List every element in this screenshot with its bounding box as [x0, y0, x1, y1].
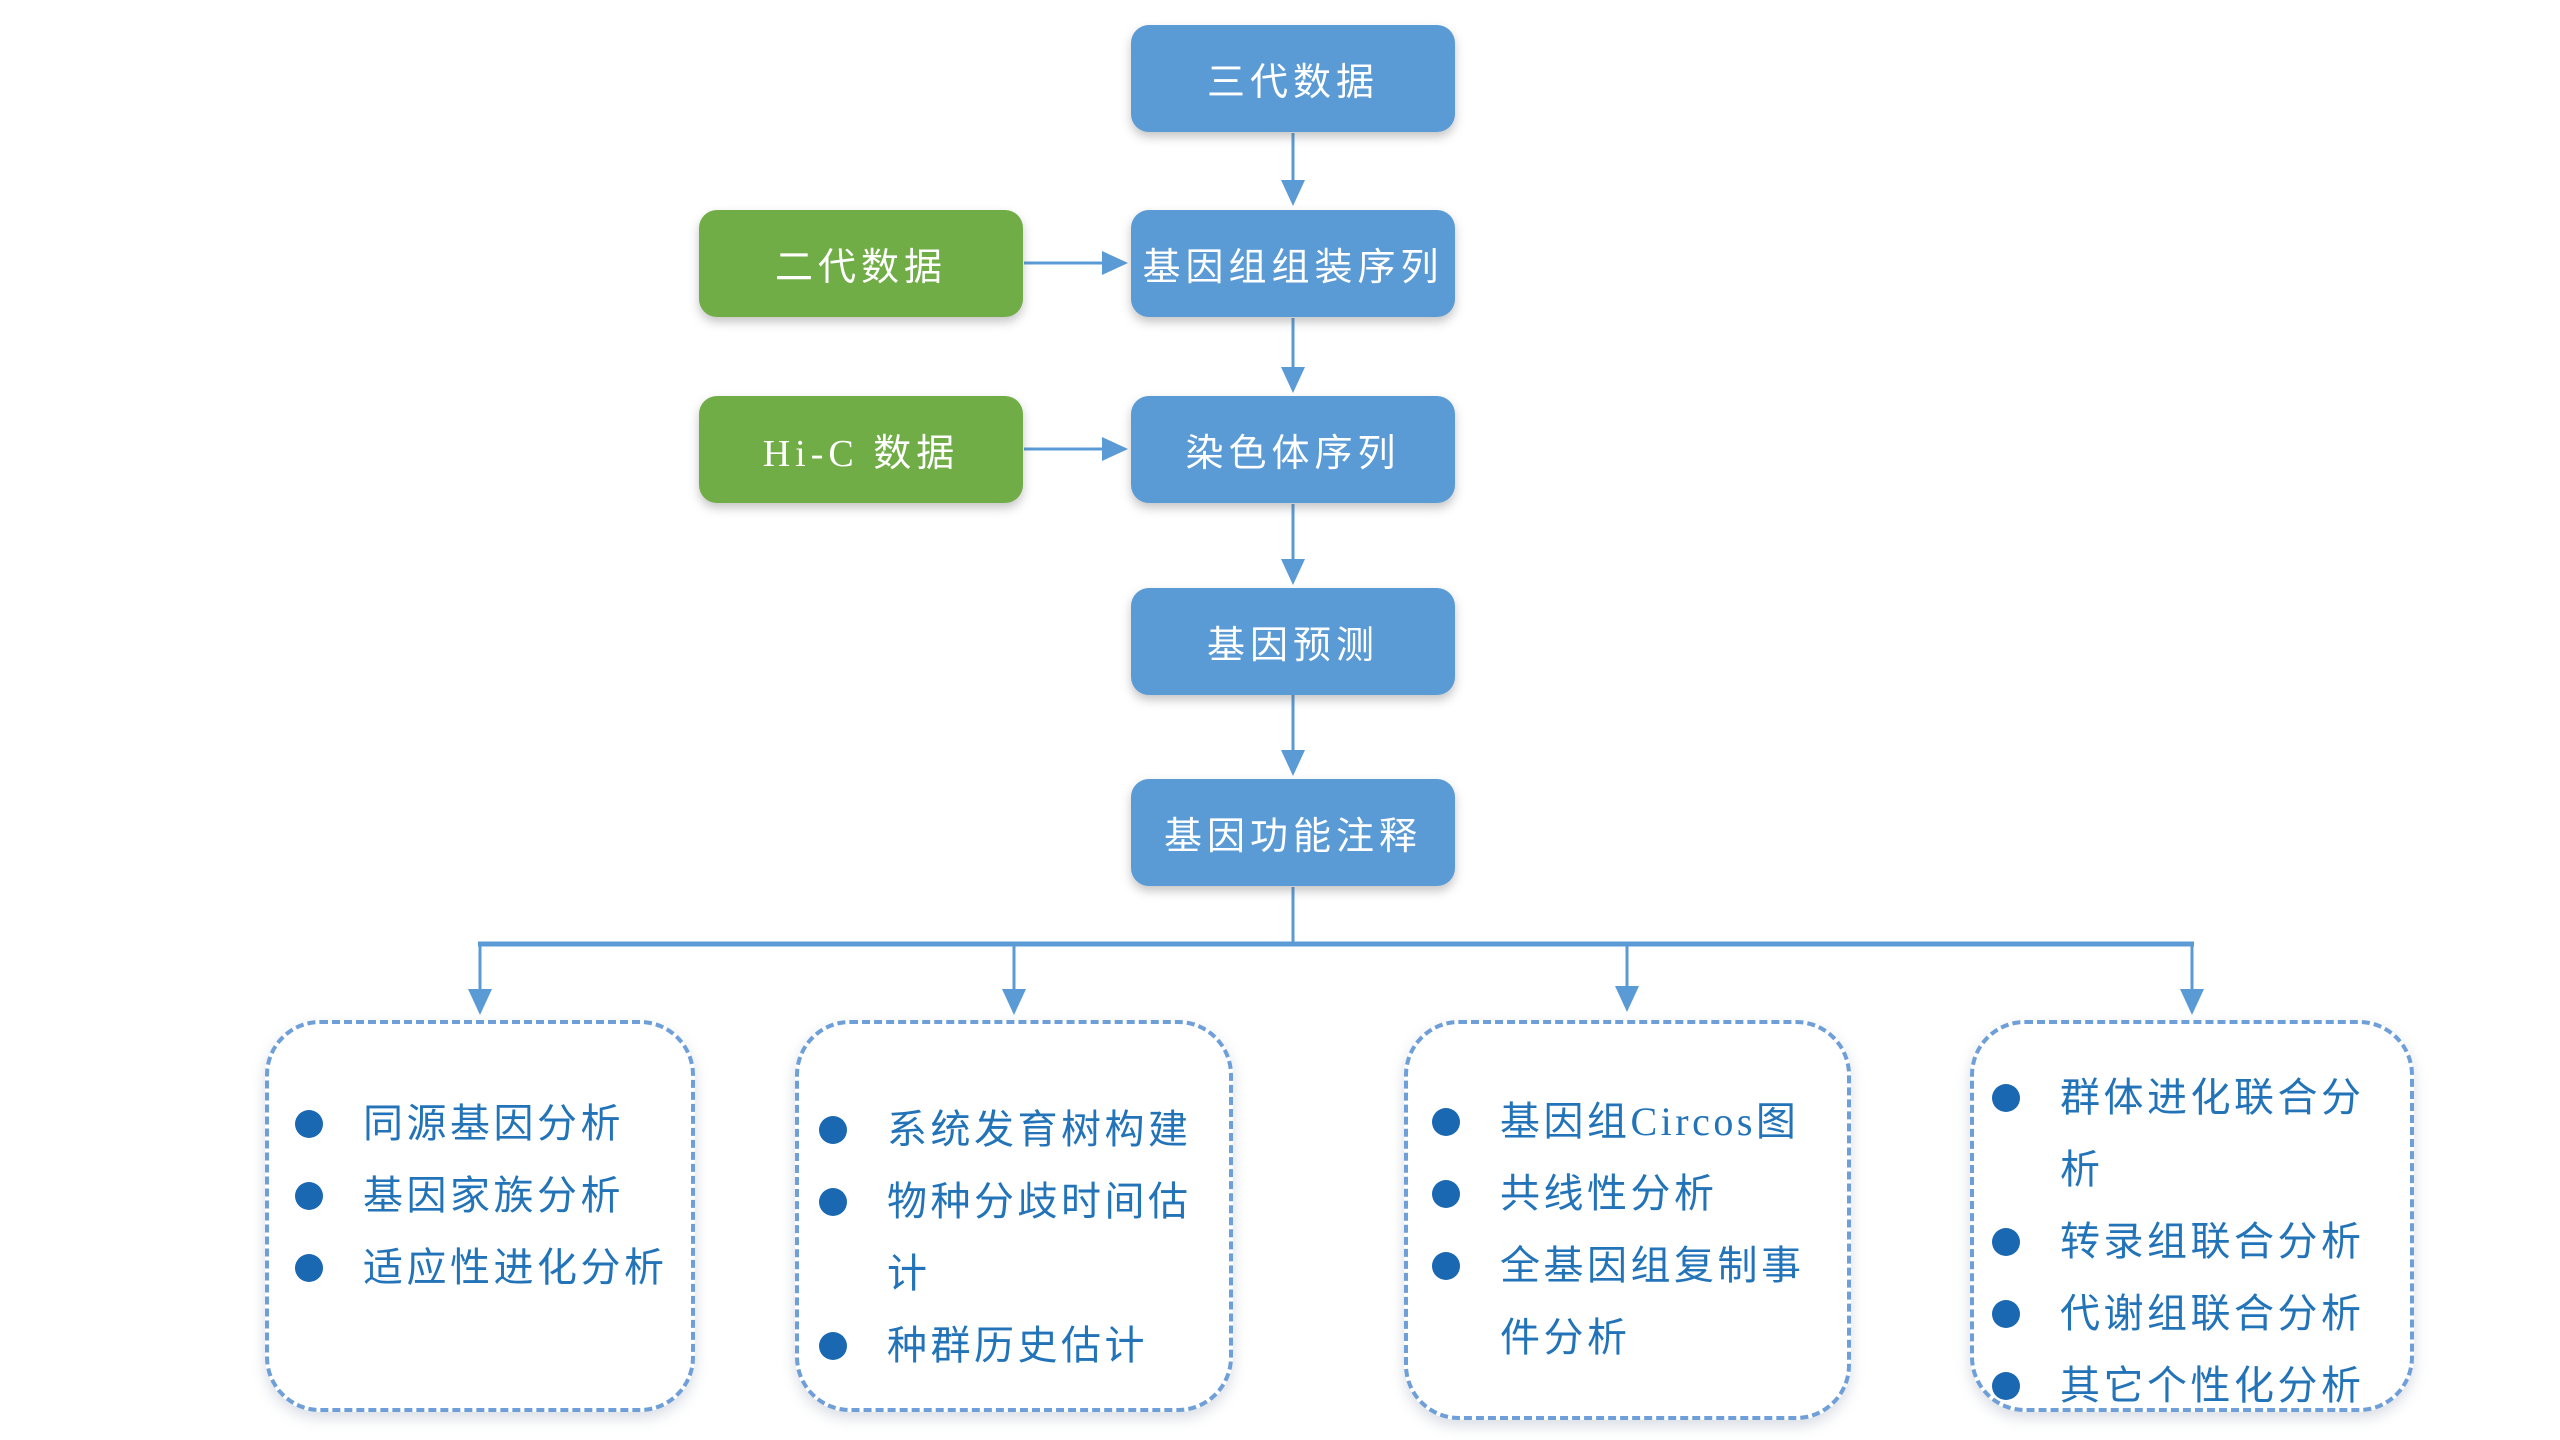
list-item: 群体进化联合分析 [1992, 1062, 2404, 1206]
bullet-icon [1432, 1252, 1460, 1280]
bullet-icon [1992, 1228, 2020, 1256]
list-item-label: 系统发育树构建 [887, 1107, 1192, 1152]
bullet-icon [1992, 1084, 2020, 1112]
group-multiomics-analyses: 群体进化联合分析 转录组联合分析 代谢组联合分析 其它个性化分析 [1970, 1020, 2414, 1412]
list-item-label: 基因家族分析 [363, 1173, 624, 1218]
list-item-label: 基因组Circos图 [1500, 1099, 1800, 1144]
list-item-label: 适应性进化分析 [363, 1245, 668, 1290]
list-item: 其它个性化分析 [1992, 1350, 2404, 1422]
bullet-icon [819, 1116, 847, 1144]
list-item-label: 全基因组复制事件分析 [1500, 1243, 1805, 1360]
list-item: 适应性进化分析 [295, 1232, 683, 1304]
bullet-icon [1992, 1372, 2020, 1400]
bullet-icon [295, 1110, 323, 1138]
node-genome-assembly: 基因组组装序列 [1131, 210, 1455, 317]
list-item: 种群历史估计 [819, 1310, 1223, 1382]
group-genome-structure-analyses: 基因组Circos图 共线性分析 全基因组复制事件分析 [1404, 1020, 1851, 1420]
list-item-label: 物种分歧时间估计 [887, 1179, 1192, 1296]
list-item: 全基因组复制事件分析 [1432, 1230, 1843, 1374]
list-item-label: 其它个性化分析 [2060, 1363, 2365, 1408]
list-item: 系统发育树构建 [819, 1094, 1223, 1166]
group-phylogeny-analyses: 系统发育树构建 物种分歧时间估计 种群历史估计 [795, 1020, 1233, 1412]
list-item-label: 转录组联合分析 [2060, 1219, 2365, 1264]
node-gen2-data: 二代数据 [699, 210, 1023, 317]
group-homolog-analyses: 同源基因分析 基因家族分析 适应性进化分析 [265, 1020, 695, 1412]
list-item: 物种分歧时间估计 [819, 1166, 1223, 1310]
node-hic-data: Hi-C 数据 [699, 396, 1023, 503]
bullet-icon [1432, 1108, 1460, 1136]
node-chromosome-sequence: 染色体序列 [1131, 396, 1455, 503]
node-gen3-data: 三代数据 [1131, 25, 1455, 132]
list-item-label: 共线性分析 [1500, 1171, 1718, 1216]
node-gene-prediction: 基因预测 [1131, 588, 1455, 695]
list-item: 代谢组联合分析 [1992, 1278, 2404, 1350]
bullet-icon [1432, 1180, 1460, 1208]
list-item-label: 同源基因分析 [363, 1101, 624, 1146]
node-gene-function-annotation: 基因功能注释 [1131, 779, 1455, 886]
bullet-icon [295, 1182, 323, 1210]
list-item-label: 代谢组联合分析 [2060, 1291, 2365, 1336]
bullet-icon [819, 1188, 847, 1216]
list-item: 同源基因分析 [295, 1088, 683, 1160]
bullet-icon [819, 1332, 847, 1360]
bullet-icon [295, 1254, 323, 1282]
bullet-icon [1992, 1300, 2020, 1328]
list-item: 基因家族分析 [295, 1160, 683, 1232]
list-item: 转录组联合分析 [1992, 1206, 2404, 1278]
list-item: 共线性分析 [1432, 1158, 1843, 1230]
list-item: 基因组Circos图 [1432, 1086, 1843, 1158]
list-item-label: 群体进化联合分析 [2060, 1075, 2365, 1192]
list-item-label: 种群历史估计 [887, 1323, 1148, 1368]
